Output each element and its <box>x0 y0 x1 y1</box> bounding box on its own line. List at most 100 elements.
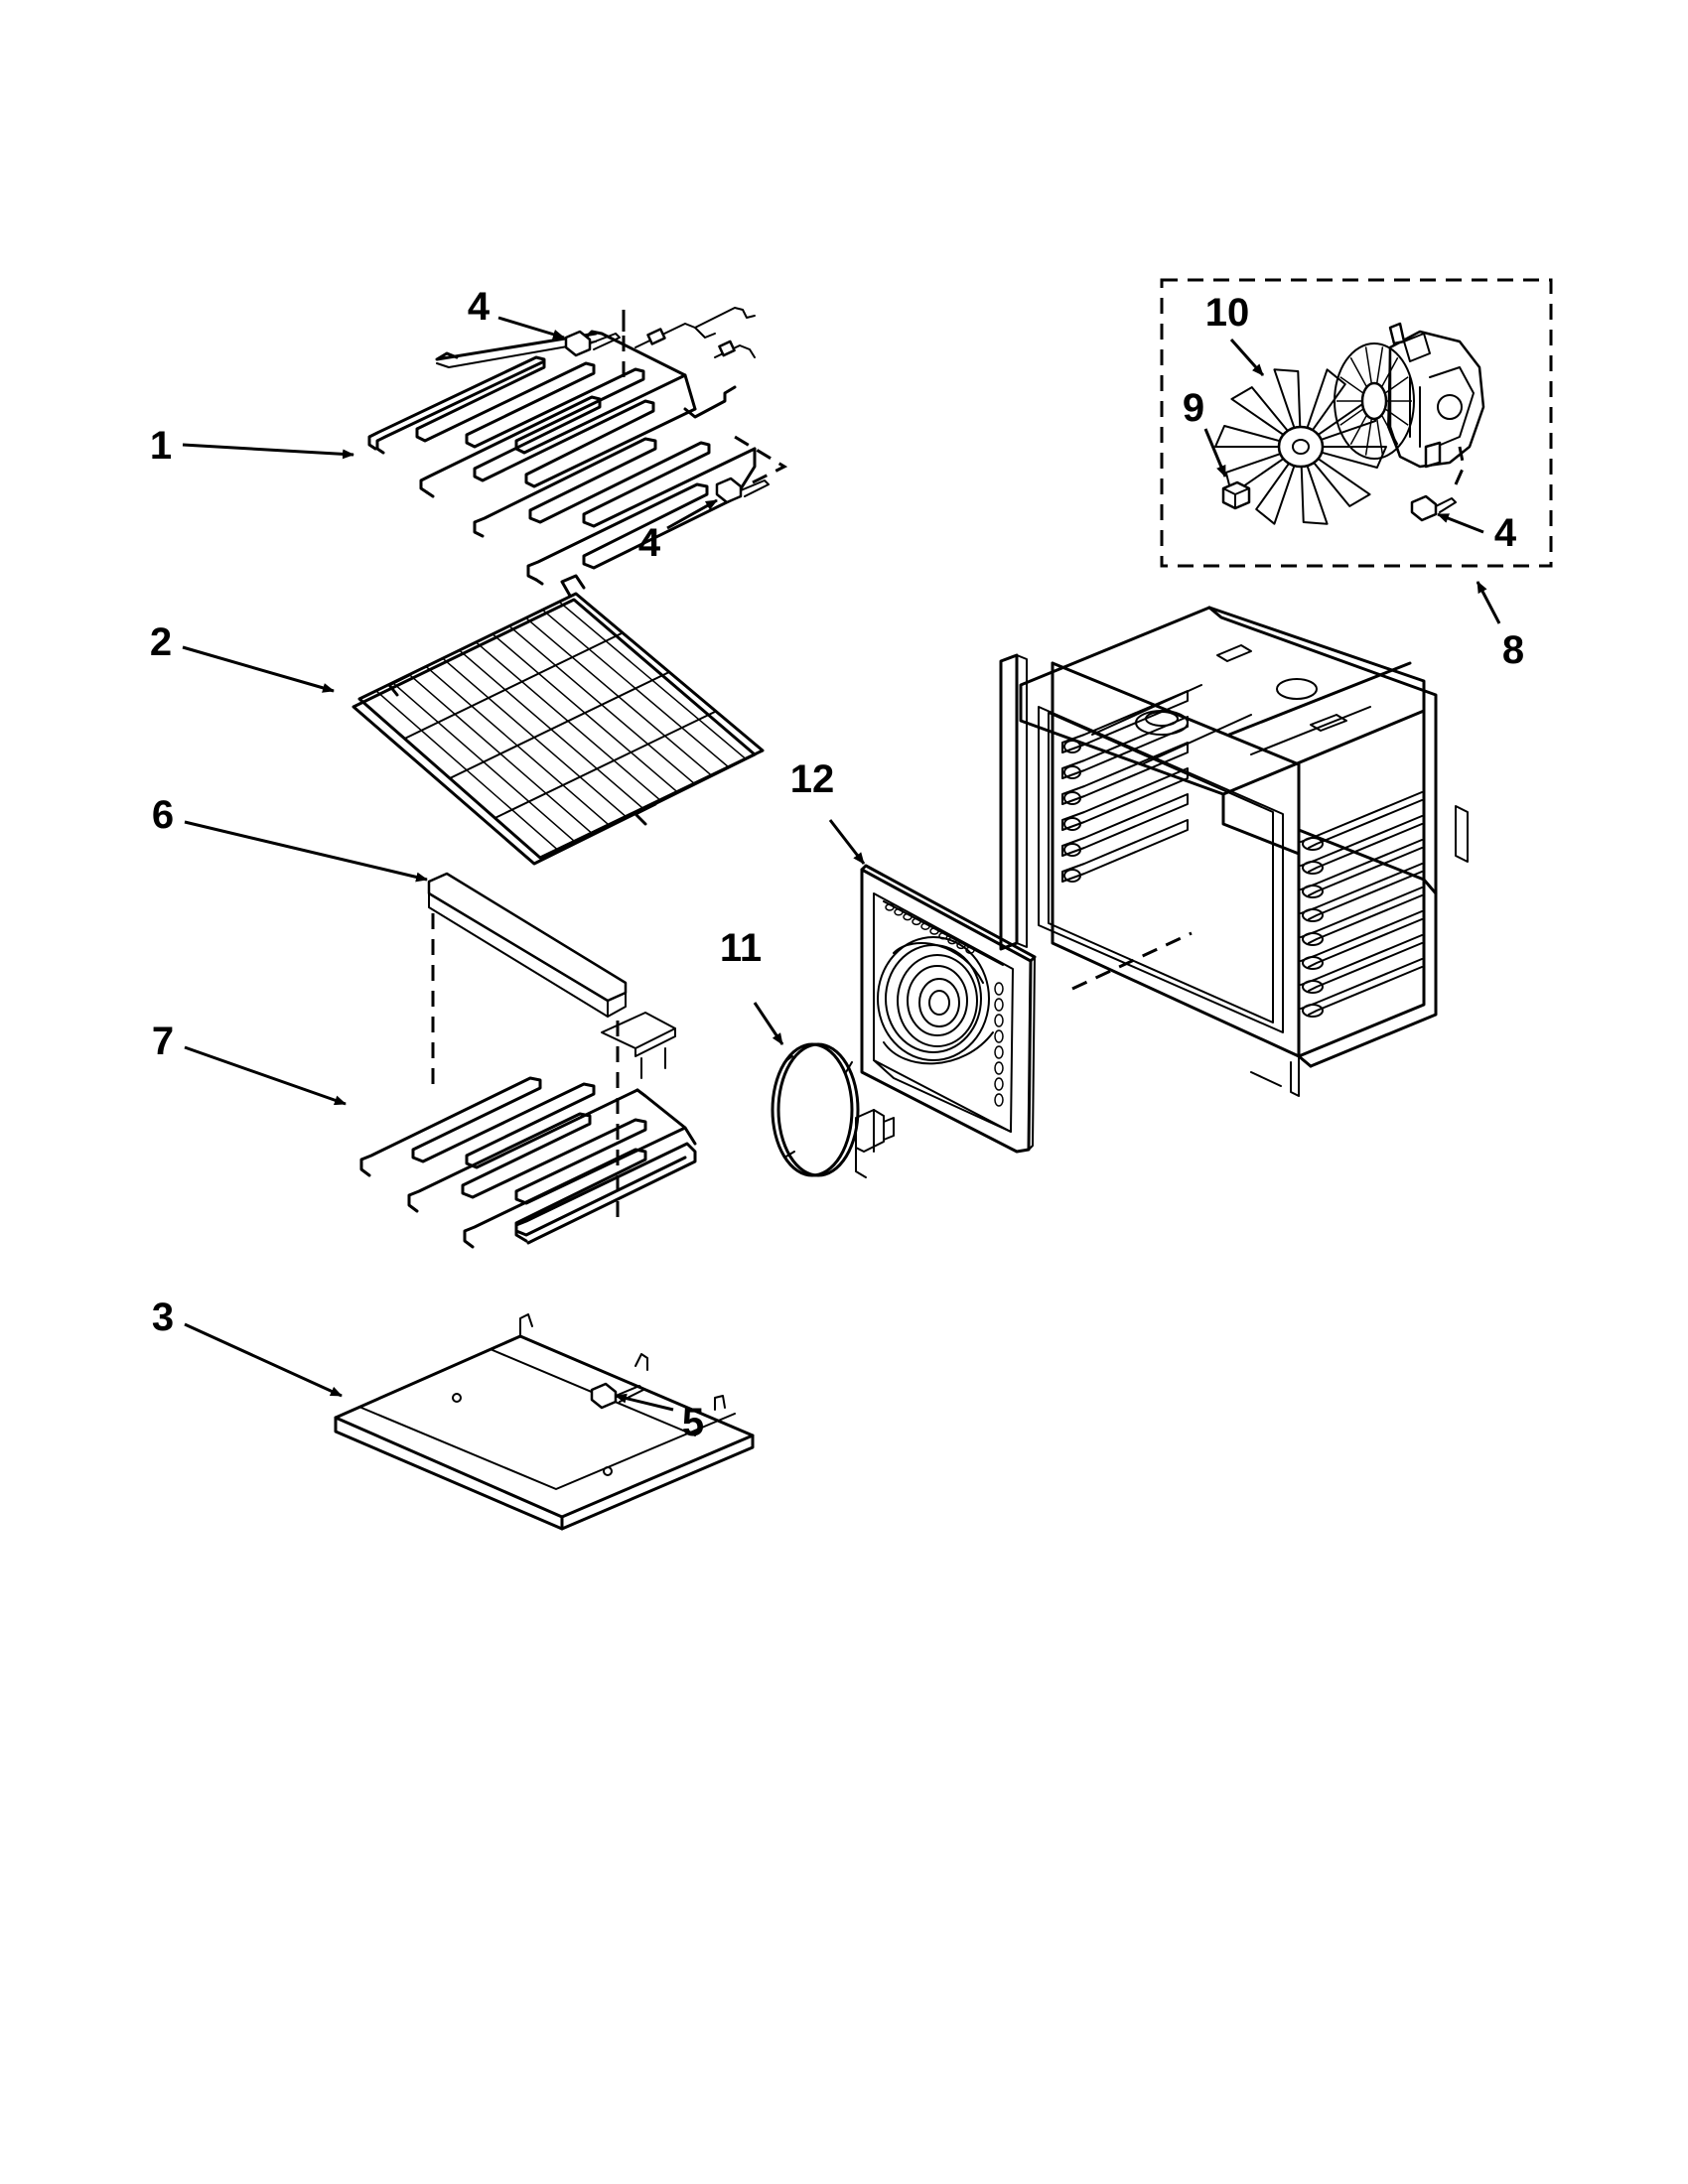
wheel-fin <box>1380 356 1399 388</box>
leader-10 <box>1229 339 1265 376</box>
wheel-fin <box>1364 346 1373 384</box>
fan-blade-vane <box>1273 368 1302 436</box>
fan-nut <box>1221 480 1251 510</box>
fan-motor <box>1387 322 1485 469</box>
oven-rack <box>352 574 765 866</box>
callout-4a: 4 <box>468 285 491 329</box>
leader-1 <box>182 443 354 460</box>
leader-5 <box>615 1393 674 1412</box>
fan-blade-vane <box>1224 450 1291 496</box>
callout-1: 1 <box>150 424 172 468</box>
rack-crossbar <box>403 631 624 740</box>
callout-2: 2 <box>150 620 172 664</box>
panel-vent-hole <box>994 1029 1004 1043</box>
callout-4c: 4 <box>1494 511 1517 555</box>
panel-vent-hole <box>994 1093 1004 1107</box>
rib-end <box>1302 861 1324 875</box>
panel-vent-hole <box>929 927 939 935</box>
cavity-guide-line <box>1071 931 1193 991</box>
panel-vent-hole <box>994 1045 1004 1059</box>
callout-6: 6 <box>152 793 174 837</box>
panel-vent-hole <box>994 1077 1004 1091</box>
oven-cavity <box>999 606 1469 1097</box>
fan-blade-vane <box>1300 458 1329 525</box>
rail-end <box>1063 843 1081 857</box>
fan-cover-panel <box>860 864 1037 1154</box>
leader-4b <box>666 498 718 530</box>
callout-labels: 1 2 3 4 4 4 5 6 7 8 9 10 11 12 <box>150 285 1524 1444</box>
rail-end <box>1063 740 1081 753</box>
callout-3: 3 <box>152 1296 174 1339</box>
fan-blade-vane <box>1304 368 1346 437</box>
wheel-fin <box>1339 408 1364 426</box>
screw-lower <box>715 477 770 504</box>
callout-4b: 4 <box>638 521 661 565</box>
leader-12 <box>828 819 866 865</box>
panel-vent-hole <box>994 982 1004 996</box>
screw-path-lower <box>734 435 788 484</box>
rack-crossbar <box>493 710 717 819</box>
wheel-fin <box>1339 376 1364 394</box>
bake-element <box>359 1012 697 1249</box>
callout-7: 7 <box>152 1020 174 1063</box>
leader-lines <box>182 316 1501 1412</box>
rib-end <box>1302 908 1324 922</box>
rib-end <box>1302 1004 1324 1018</box>
rib-end <box>1302 932 1324 946</box>
screw-upper <box>564 330 621 357</box>
panel-vent-hole <box>994 1014 1004 1027</box>
wheel-fin <box>1349 414 1368 446</box>
cavity-rack-rail <box>1061 742 1189 805</box>
leader-8 <box>1476 581 1501 624</box>
fan-screw-path <box>1454 446 1466 485</box>
fan-blade-vane <box>1214 424 1289 448</box>
panel-vent-hole <box>947 936 957 945</box>
callout-10: 10 <box>1205 291 1250 335</box>
leader-4a <box>497 316 565 340</box>
cavity-rack-rail <box>1061 767 1189 831</box>
rail-end <box>1063 765 1081 779</box>
fan-blade-vane <box>1255 457 1298 525</box>
rail-end <box>1063 817 1081 831</box>
wheel-rim <box>1334 342 1415 460</box>
convection-fan-kit-box <box>1160 278 1553 568</box>
fan-blade-vane <box>1308 453 1371 507</box>
wheel-fin <box>1375 418 1384 456</box>
callout-9: 9 <box>1183 386 1204 430</box>
cavity-rack-rail <box>1061 690 1189 753</box>
leader-4c <box>1437 512 1484 534</box>
panel-vent-hole <box>994 1061 1004 1075</box>
leader-6 <box>184 820 428 883</box>
leader-9 <box>1203 428 1227 478</box>
callout-11: 11 <box>720 926 762 970</box>
panel-vent-hole <box>994 998 1004 1012</box>
convection-element <box>771 1042 895 1178</box>
wheel-hub <box>1360 381 1388 421</box>
panel-vent-hole <box>912 917 921 926</box>
callout-12: 12 <box>790 757 835 801</box>
fan-blade <box>1214 368 1387 525</box>
cavity-rack-rail <box>1061 819 1189 883</box>
broil-element <box>367 307 757 586</box>
fan-blade-vane <box>1230 386 1294 441</box>
callout-5: 5 <box>682 1401 704 1444</box>
leader-2 <box>182 645 335 693</box>
wheel-fin <box>1349 356 1368 388</box>
screw-fan-box <box>1410 494 1457 522</box>
panel-vent-hole <box>894 908 904 916</box>
wheel-fin <box>1364 418 1373 456</box>
rib-end <box>1302 956 1324 970</box>
panel-vent-hole <box>885 903 895 911</box>
leader-3 <box>184 1322 343 1398</box>
fan-hub-center <box>1292 439 1310 455</box>
callout-8: 8 <box>1502 628 1524 672</box>
rail-end <box>1063 791 1081 805</box>
wheel-fin <box>1375 346 1384 384</box>
rib-end <box>1302 837 1324 851</box>
wheel-fin <box>1384 408 1409 426</box>
rib-end <box>1302 885 1324 898</box>
rail-end <box>1063 869 1081 883</box>
wheel-fin <box>1380 414 1399 446</box>
trim-strip <box>427 872 628 1018</box>
